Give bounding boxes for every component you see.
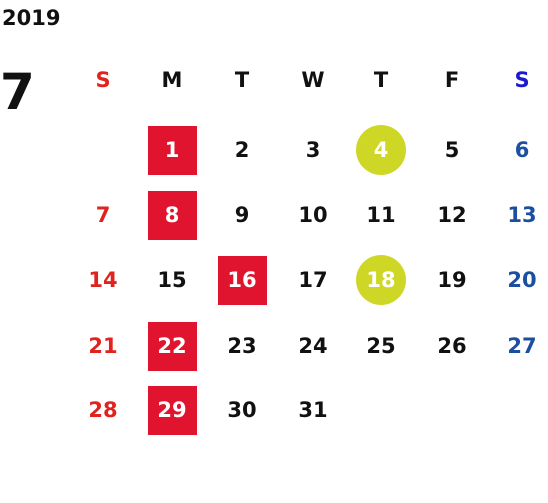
day-cell-26[interactable]: 26 bbox=[437, 334, 467, 358]
calendar-month: 7 bbox=[0, 63, 35, 121]
day-cell-12[interactable]: 12 bbox=[437, 203, 467, 227]
day-cell-10[interactable]: 10 bbox=[298, 203, 328, 227]
day-cell-27[interactable]: 27 bbox=[507, 334, 537, 358]
day-cell-25[interactable]: 25 bbox=[366, 334, 396, 358]
day-cell-24[interactable]: 24 bbox=[298, 334, 328, 358]
day-cell-28[interactable]: 28 bbox=[88, 398, 118, 422]
weekday-header-sunday: S bbox=[95, 68, 111, 92]
day-cell-14[interactable]: 14 bbox=[88, 268, 118, 292]
day-cell-7[interactable]: 7 bbox=[95, 203, 111, 227]
day-cell-16[interactable]: 16 bbox=[217, 255, 267, 305]
day-cell-21[interactable]: 21 bbox=[88, 334, 118, 358]
weekday-header-wednesday: W bbox=[301, 68, 325, 92]
day-cell-17[interactable]: 17 bbox=[298, 268, 328, 292]
weekday-header-saturday: S bbox=[514, 68, 530, 92]
day-cell-2[interactable]: 2 bbox=[234, 138, 250, 162]
day-cell-20[interactable]: 20 bbox=[507, 268, 537, 292]
day-cell-4[interactable]: 4 bbox=[356, 125, 406, 175]
calendar-year: 2019 bbox=[2, 6, 61, 30]
day-cell-31[interactable]: 31 bbox=[298, 398, 328, 422]
day-cell-22[interactable]: 22 bbox=[147, 321, 197, 371]
weekday-header-friday: F bbox=[444, 68, 460, 92]
day-cell-6[interactable]: 6 bbox=[514, 138, 530, 162]
day-cell-30[interactable]: 30 bbox=[227, 398, 257, 422]
day-cell-18[interactable]: 18 bbox=[356, 255, 406, 305]
day-cell-23[interactable]: 23 bbox=[227, 334, 257, 358]
day-cell-11[interactable]: 11 bbox=[366, 203, 396, 227]
day-cell-15[interactable]: 15 bbox=[157, 268, 187, 292]
day-cell-19[interactable]: 19 bbox=[437, 268, 467, 292]
day-cell-1[interactable]: 1 bbox=[147, 125, 197, 175]
day-cell-13[interactable]: 13 bbox=[507, 203, 537, 227]
weekday-header-tuesday: T bbox=[234, 68, 250, 92]
day-cell-9[interactable]: 9 bbox=[234, 203, 250, 227]
weekday-header-monday: M bbox=[161, 68, 183, 92]
weekday-header-thursday: T bbox=[373, 68, 389, 92]
day-cell-8[interactable]: 8 bbox=[147, 190, 197, 240]
day-cell-29[interactable]: 29 bbox=[147, 385, 197, 435]
day-cell-3[interactable]: 3 bbox=[305, 138, 321, 162]
day-cell-5[interactable]: 5 bbox=[444, 138, 460, 162]
